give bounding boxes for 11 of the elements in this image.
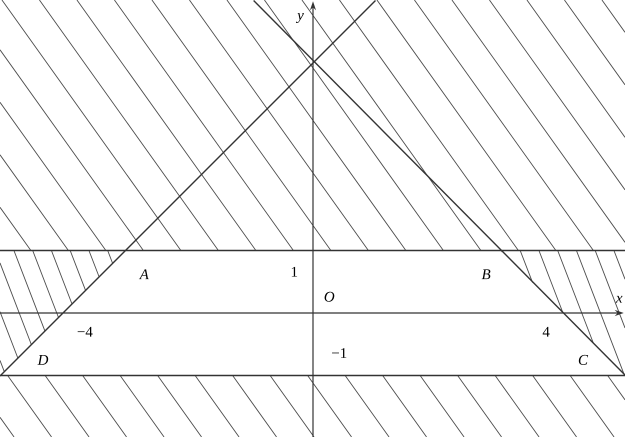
- tick-label: 4: [542, 326, 550, 337]
- point-label: B: [482, 269, 490, 280]
- tick-label: 1: [292, 266, 298, 277]
- point-label: A: [138, 269, 149, 280]
- point-label: C: [578, 354, 588, 365]
- axis-label: x: [616, 296, 622, 303]
- tick-label: −1: [332, 348, 346, 358]
- tick-label: −4: [78, 326, 93, 337]
- axis-label: y: [296, 12, 304, 24]
- origin-label: O: [324, 292, 334, 302]
- point-label: D: [37, 354, 48, 365]
